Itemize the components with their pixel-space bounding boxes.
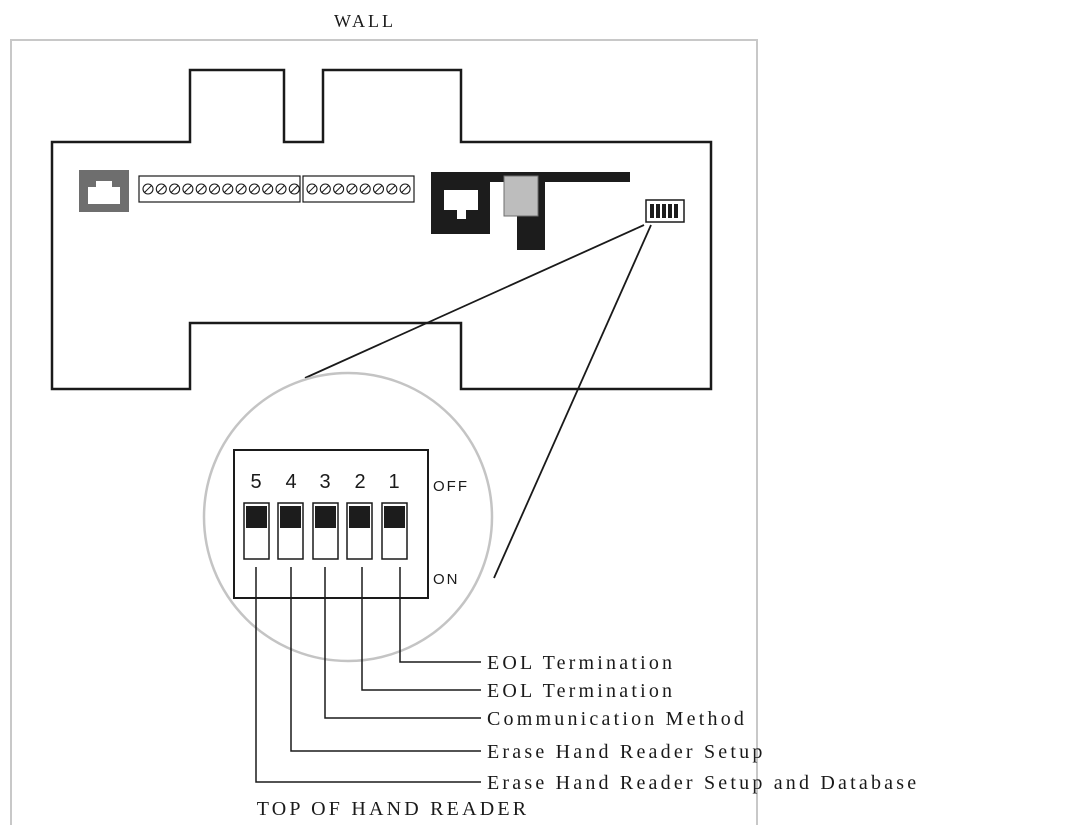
terminal-right-screw-slot bbox=[387, 185, 396, 193]
switch-number-4: 4 bbox=[285, 471, 296, 493]
top-of-hand-reader-label: TOP OF HAND READER bbox=[257, 798, 530, 820]
leader-line-switch-3 bbox=[324, 567, 481, 719]
leader-line-switch-4 bbox=[290, 567, 481, 752]
switch-5 bbox=[243, 502, 270, 560]
board-dip-switch bbox=[645, 199, 685, 223]
switch-1 bbox=[381, 502, 408, 560]
terminal-right-screw-slot bbox=[334, 185, 343, 193]
switch-2 bbox=[346, 502, 373, 560]
terminal-left-screw-slot bbox=[170, 185, 179, 193]
wall-label: WALL bbox=[334, 11, 396, 31]
switch-3 bbox=[312, 502, 339, 560]
callout-switch-1: EOL Termination bbox=[487, 652, 675, 674]
switch-number-3: 3 bbox=[319, 471, 330, 493]
power-connector bbox=[431, 172, 630, 250]
dip-switch-box bbox=[233, 449, 429, 599]
terminal-left-screw-slot bbox=[197, 185, 206, 193]
leader-line-switch-2 bbox=[361, 567, 481, 691]
terminal-block-right bbox=[302, 175, 415, 203]
switch-number-5: 5 bbox=[250, 471, 261, 493]
terminal-right-screw-slot bbox=[374, 185, 383, 193]
terminal-left-screw-slot bbox=[184, 185, 192, 193]
terminal-left-screw-slot bbox=[223, 185, 232, 193]
terminal-block-left bbox=[138, 175, 301, 203]
board-outline bbox=[50, 68, 713, 391]
terminal-left-screw-slot bbox=[290, 185, 299, 193]
terminal-right-screw-slot bbox=[348, 185, 356, 193]
callout-switch-2: EOL Termination bbox=[487, 680, 675, 702]
terminal-left-screw-slot bbox=[237, 185, 245, 193]
switch-number-1: 1 bbox=[388, 471, 399, 493]
outer-frame bbox=[10, 39, 758, 825]
terminal-left-screw-slot bbox=[263, 185, 272, 193]
terminal-left-screw-slot bbox=[157, 185, 166, 193]
zoom-line-left bbox=[304, 224, 645, 379]
on-label: ON bbox=[433, 571, 460, 588]
terminal-right-screw-slot bbox=[401, 185, 409, 193]
callout-switch-4: Erase Hand Reader Setup bbox=[487, 741, 766, 763]
terminal-right-screw-slot bbox=[321, 185, 330, 193]
terminal-left-screw-slot bbox=[210, 185, 219, 193]
terminal-right-screw-slot bbox=[308, 185, 316, 193]
callout-switch-3: Communication Method bbox=[487, 708, 747, 730]
terminal-left-screw-slot bbox=[250, 185, 259, 193]
leader-line-switch-1 bbox=[399, 567, 481, 663]
switch-number-2: 2 bbox=[354, 471, 365, 493]
terminal-left-screw-slot bbox=[144, 185, 152, 193]
terminal-left-screw-slot bbox=[277, 185, 285, 193]
network-jack bbox=[79, 170, 129, 212]
zoom-line-right bbox=[493, 224, 652, 579]
callout-switch-5: Erase Hand Reader Setup and Database bbox=[487, 772, 919, 794]
terminal-right-screw-slot bbox=[361, 185, 370, 193]
leader-line-switch-5 bbox=[255, 567, 481, 783]
off-label: OFF bbox=[433, 478, 469, 495]
switch-4 bbox=[277, 502, 304, 560]
